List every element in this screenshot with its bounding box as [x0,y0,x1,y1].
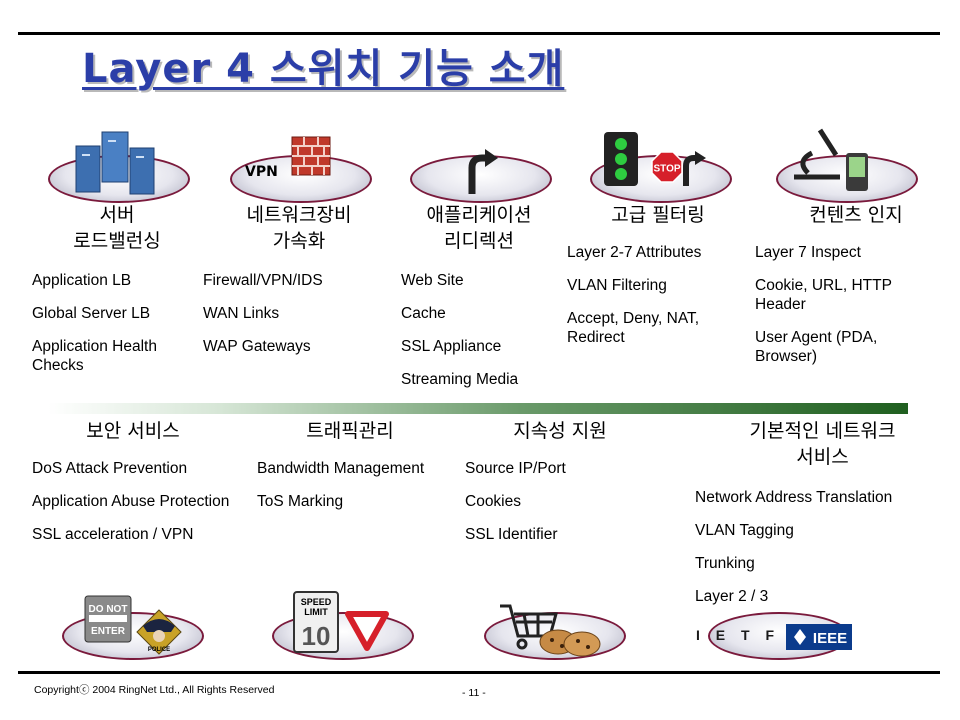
list-persistence: Source IP/Port Cookies SSL Identifier [465,459,625,558]
list-item: WAN Links [203,305,280,322]
svg-text:LIMIT: LIMIT [304,607,328,617]
persistence-icons [500,604,601,657]
list-item: DoS Attack Prevention [32,460,188,477]
stop-sign-icon: STOP [651,151,683,183]
list-item: SSL Appliance [401,338,502,355]
list-item: Cache [401,305,446,322]
list-item: Source IP/Port [465,460,566,477]
heading-persistence: 지속성 지원 [513,420,607,442]
svg-text:DO NOT: DO NOT [89,604,128,615]
list-item: Web Site [401,272,464,289]
list-item: Firewall/VPN/IDS [203,272,323,289]
security-icons: DO NOT ENTER POLICE [84,595,182,655]
page-number: - 11 - [462,687,486,699]
svg-text:IEEE: IEEE [813,630,847,647]
list-content-aware: Layer 7 Inspect Cookie, URL, HTTP Header… [755,243,935,380]
redirect-arrow-small-icon [683,151,706,186]
list-basic-network: Network Address Translation VLAN Tagging… [695,488,945,620]
list-item: Global Server LB [32,305,151,322]
heading-traffic-mgmt: 트래픽관리 [306,420,394,442]
list-item: Accept, Deny, NAT, Redirect [567,310,700,346]
svg-text:POLICE: POLICE [148,647,170,653]
list-item: ToS Marking [257,493,344,510]
ietf-logo-icon: I E T F [696,627,780,643]
list-advanced-filter: Layer 2-7 Attributes VLAN Filtering Acce… [567,243,745,361]
list-item: Layer 7 Inspect [755,244,861,261]
filter-icons: STOP [604,132,706,186]
traffic-icons: SPEED LIMIT 10 [293,591,389,653]
svg-text:STOP: STOP [653,164,680,175]
svg-text:10: 10 [302,621,331,651]
cookie-icon [539,629,601,657]
speed-limit-sign-icon: SPEED LIMIT 10 [293,591,339,653]
microscope-icon [794,128,840,180]
section-divider [48,403,908,414]
list-item: Application LB [32,272,132,289]
ieee-logo-icon: IEEE [786,624,852,650]
pda-icon [846,153,868,191]
svg-text:SPEED: SPEED [301,597,332,607]
content-icons [794,128,868,191]
list-item: Trunking [695,555,755,572]
svg-text:I E T F: I E T F [696,627,780,643]
top-rule [18,32,940,35]
redirect-arrow-icon [468,149,498,194]
bottom-rule [18,671,940,674]
firewall-icon [291,136,331,176]
list-item: VLAN Filtering [567,277,667,294]
list-item: Cookies [465,493,521,510]
list-security: DoS Attack Prevention Application Abuse … [32,459,237,558]
list-item: Network Address Translation [695,489,893,506]
do-not-enter-icon: DO NOT ENTER [84,595,132,643]
list-item: Application Health Checks [32,338,157,374]
list-item: SSL acceleration / VPN [32,526,194,543]
police-badge-icon: POLICE [136,609,182,655]
copyright-text: Copyrightⓒ 2004 RingNet Ltd., All Rights… [34,684,275,696]
heading-security: 보안 서비스 [86,420,180,442]
heading-content-aware: 컨텐츠 인지 [809,204,903,226]
list-item: WAP Gateways [203,338,311,355]
list-item: Cookie, URL, HTTP Header [755,277,892,313]
yield-sign-icon [345,611,389,651]
standards-icons: I E T F IEEE [696,624,852,650]
list-network-accel: Firewall/VPN/IDS WAN Links WAP Gateways [203,271,378,370]
list-item: Layer 2-7 Attributes [567,244,702,261]
list-item: Bandwidth Management [257,460,425,477]
list-item: User Agent (PDA, Browser) [755,329,878,365]
list-item: VLAN Tagging [695,522,794,539]
list-app-redirect: Web Site Cache SSL Appliance Streaming M… [401,271,561,403]
traffic-light-icon [604,132,638,186]
heading-advanced-filter: 고급 필터링 [611,204,705,226]
list-server-lb: Application LB Global Server LB Applicat… [32,271,192,389]
list-item: Application Abuse Protection [32,493,230,510]
server-rack-icon [75,131,155,195]
page-title: Layer 4 스위치 기능 소개 [82,46,565,92]
list-item: Layer 2 / 3 [695,588,769,605]
list-traffic-mgmt: Bandwidth Management ToS Marking [257,459,472,525]
list-item: Streaming Media [401,371,519,388]
svg-text:ENTER: ENTER [91,626,126,637]
list-item: SSL Identifier [465,526,558,543]
vpn-badge: VPN [245,164,278,180]
